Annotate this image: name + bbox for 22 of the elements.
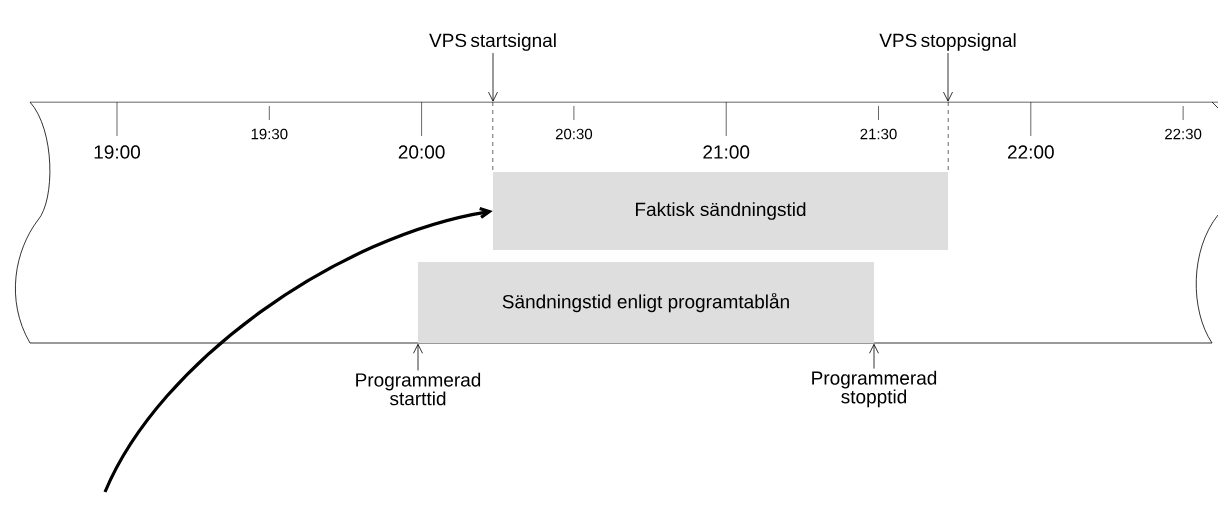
arrow xyxy=(488,52,498,102)
tick-label: 20:00 xyxy=(398,145,445,159)
guide-line xyxy=(492,101,494,173)
tick-label: 20:30 xyxy=(555,128,593,140)
tick-label: 19:00 xyxy=(94,145,140,159)
tape-band xyxy=(15,101,1218,344)
tick-label: 21:00 xyxy=(703,145,750,159)
tick-label: 22:00 xyxy=(1008,145,1054,159)
tick-label: 19:30 xyxy=(251,128,288,140)
callout-label: VPS startsignal xyxy=(429,33,556,51)
arrow xyxy=(943,52,953,102)
time-bar: Sändningstid enligt programtablån xyxy=(418,262,874,343)
arrow xyxy=(869,343,879,369)
time-bar: Faktisk sändningstid xyxy=(493,172,948,250)
callout-label: Programmerad starttid xyxy=(356,372,481,406)
arrow xyxy=(103,207,493,493)
arrow xyxy=(413,343,423,371)
tick-label: 22:30 xyxy=(1165,128,1202,140)
callout-label: Programmerad stopptid xyxy=(812,370,937,408)
callout-label: VPS stoppsignal xyxy=(879,33,1016,51)
tick-label: 21:30 xyxy=(860,128,897,140)
guide-line xyxy=(947,101,949,173)
